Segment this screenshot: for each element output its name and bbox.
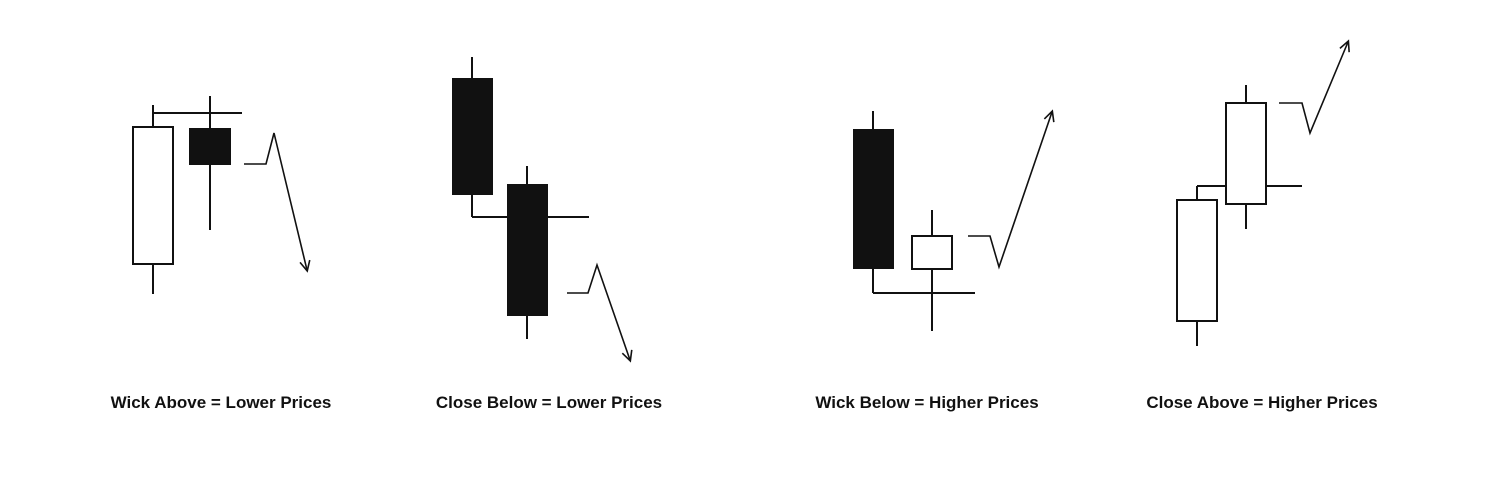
candle-1-body-bearish [853, 129, 894, 269]
candle-1-body-bullish [132, 126, 174, 265]
candle-2-body-bearish [507, 184, 548, 316]
candle-1-body-bearish [452, 78, 493, 195]
up-arrow [968, 109, 1055, 270]
caption-wick-above: Wick Above = Lower Prices [110, 393, 332, 412]
panel-wick-above [132, 96, 311, 294]
caption-close-below: Close Below = Lower Prices [435, 393, 663, 412]
panel-wick-below [853, 109, 1055, 331]
candle-2-body-bullish [1225, 102, 1267, 205]
panel-close-below [452, 57, 633, 363]
down-arrow [567, 262, 633, 363]
candle-1-body-bullish [1176, 199, 1218, 322]
caption-wick-below: Wick Below = Higher Prices [815, 393, 1039, 412]
candle-2-body-bearish [189, 128, 231, 165]
panel-close-above [1176, 39, 1350, 346]
candle-2-body-bullish [911, 235, 953, 270]
down-arrow [244, 132, 311, 273]
caption-close-above: Close Above = Higher Prices [1146, 393, 1378, 412]
up-arrow [1279, 39, 1350, 136]
